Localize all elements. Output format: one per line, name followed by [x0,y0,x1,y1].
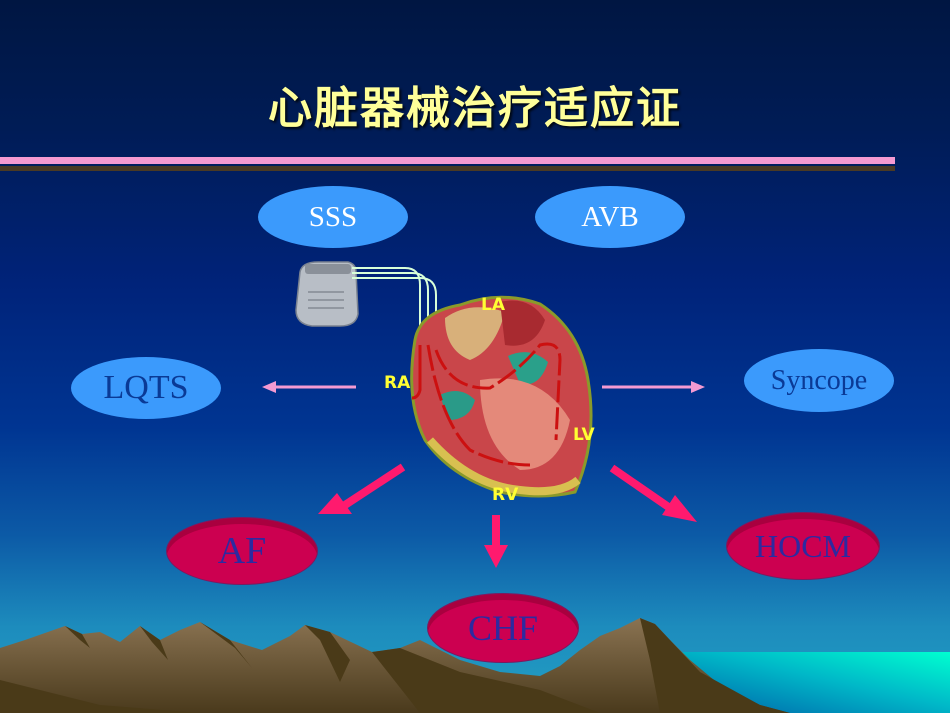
oval-syncope-label: Syncope [770,364,868,396]
oval-hocm-label: HOCM [754,527,851,564]
label-right-ventricle: RV [492,485,519,505]
oval-sss: SSS [258,186,408,248]
label-left-atrium: LA [481,295,506,315]
arrow-left-to-lqts [262,381,356,393]
oval-af-label: AF [217,530,267,572]
title-divider-pink [0,157,895,164]
arrow-to-hocm [609,464,697,522]
oval-hocm: HOCM [726,512,880,580]
slide-title: 心脏器械治疗适应证 [268,83,682,134]
oval-syncope: Syncope [744,349,894,412]
arrow-to-af [318,463,406,514]
arrow-right-to-syncope [602,381,705,393]
label-left-ventricle: LV [573,425,595,445]
oval-lqts: LQTS [71,357,221,419]
oval-af: AF [166,517,318,585]
arrow-to-chf [484,515,508,568]
oval-chf-label: CHF [467,608,539,648]
oval-sss-label: SSS [308,200,358,233]
oval-lqts-label: LQTS [103,369,189,406]
title-divider-brown [0,166,895,171]
pacemaker-icon [295,261,359,327]
oval-avb-label: AVB [581,200,639,233]
oval-avb: AVB [535,186,685,248]
pacemaker-leads [352,267,437,390]
heart-diagram [410,295,593,498]
label-right-atrium: RA [384,373,411,393]
oval-chf: CHF [427,593,579,663]
mountain-shadows [0,618,790,713]
